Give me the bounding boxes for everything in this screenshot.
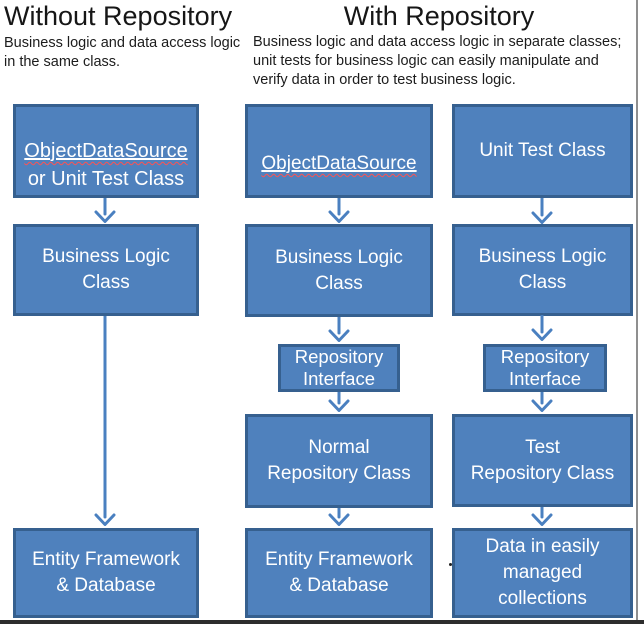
without-repository-title: Without Repository	[4, 1, 233, 31]
with-repository-subtitle: Business logic and data access logic in …	[253, 34, 622, 88]
with-repository-title: With Repository	[343, 1, 535, 31]
box-line: or Unit Test Class	[27, 168, 185, 190]
box-line-underlined: ObjectDataSource	[261, 125, 416, 177]
spellcheck-underline: ObjectDataSource	[24, 140, 188, 162]
box-unit-test-class: Unit Test Class	[452, 104, 633, 198]
box-objectdatasource-middle: ObjectDataSource	[245, 104, 433, 198]
box-business-logic-class-right: Business Logic Class	[452, 224, 633, 316]
stray-period-mark	[449, 563, 452, 566]
box-normal-repository-class: Normal Repository Class	[245, 414, 433, 508]
box-entity-framework-database-left: Entity Framework & Database	[13, 528, 199, 618]
arrow-down-icon	[94, 316, 116, 526]
arrow-down-icon	[328, 508, 350, 526]
box-repository-interface-middle: Repository Interface	[278, 344, 400, 392]
arrow-down-icon	[531, 392, 553, 412]
arrow-down-icon	[94, 198, 116, 223]
frame-bottom-border	[0, 620, 644, 624]
arrow-down-icon	[328, 317, 350, 342]
box-repository-interface-right: Repository Interface	[483, 344, 607, 392]
arrow-down-icon	[531, 507, 553, 526]
arrow-down-icon	[531, 315, 553, 341]
box-objectdatasource-or-unit-test-class: ObjectDataSource or Unit Test Class	[13, 104, 199, 198]
box-data-in-easily-managed-collections: Data in easily managed collections	[452, 528, 633, 618]
spellcheck-underline: ObjectDataSource	[261, 153, 417, 174]
arrow-down-icon	[531, 198, 553, 224]
box-business-logic-class-middle: Business Logic Class	[245, 224, 433, 317]
box-test-repository-class: Test Repository Class	[452, 414, 633, 507]
frame-right-border	[636, 0, 638, 621]
box-line-underlined: ObjectDataSource	[24, 109, 187, 165]
arrow-down-icon	[328, 392, 350, 412]
without-repository-subtitle: Business logic and data access logic in …	[4, 35, 241, 70]
arrow-down-icon	[328, 198, 350, 223]
box-entity-framework-database-middle: Entity Framework & Database	[245, 528, 433, 618]
box-business-logic-class-left: Business Logic Class	[13, 224, 199, 316]
